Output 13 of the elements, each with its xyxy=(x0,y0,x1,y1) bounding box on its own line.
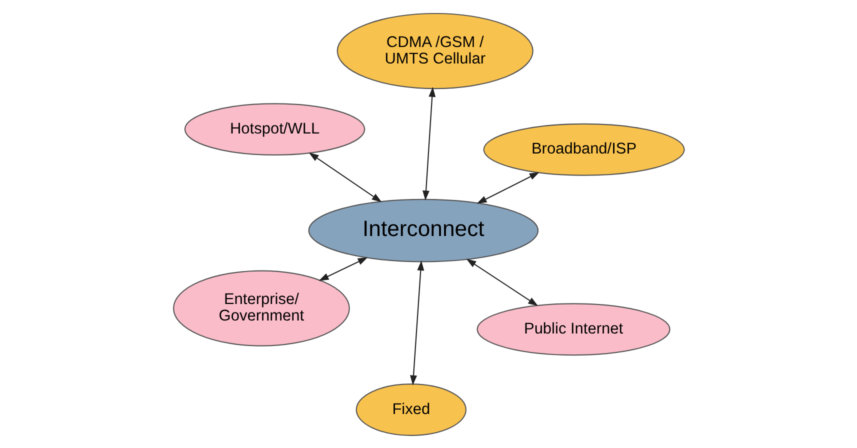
arrow xyxy=(476,172,539,204)
node-ellipse: Fixed xyxy=(355,383,466,436)
node-ellipse: Interconnect xyxy=(308,198,538,262)
arrow xyxy=(318,256,368,280)
node-ellipse: Public Internet xyxy=(476,302,670,356)
arrow xyxy=(410,260,424,385)
arrow xyxy=(308,152,382,202)
node-ellipse: Enterprise/ Government xyxy=(172,270,350,346)
arrow xyxy=(466,258,538,306)
node-ellipse: Hotspot/WLL xyxy=(184,102,365,156)
arrow xyxy=(422,86,436,200)
node-ellipse: Broadband/ISP xyxy=(482,122,684,176)
node-ellipse: CDMA /GSM / UMTS Cellular xyxy=(336,12,533,89)
